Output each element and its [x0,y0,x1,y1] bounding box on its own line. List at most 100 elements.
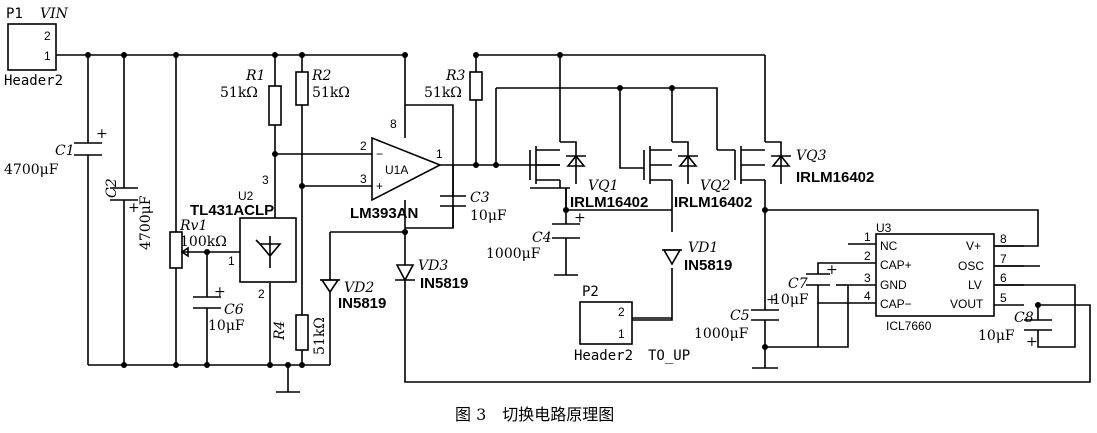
p2-name: Header2 [574,348,633,364]
u2-pin2: 2 [258,287,265,301]
svg-text:+: + [376,179,383,193]
u2-part: TL431ACLP [190,202,274,219]
u3-pin5-num: 5 [1000,291,1007,305]
c5-value: 1000μF [694,326,749,342]
u3-pin8-name: V+ [966,239,981,253]
c6-ref: C6 [224,302,244,318]
resistor-r2: R2 51kΩ [295,68,350,106]
u3-ref: U3 [876,221,892,235]
u3-pin7-name: OSC [958,259,984,273]
u2-pin3: 3 [262,173,269,187]
u3-pin6-name: LV [968,278,982,292]
u1-pin-plus: 3 [360,172,367,186]
vd1-part: IN5819 [684,257,732,274]
u3-pin2-num: 2 [864,249,871,263]
u3-pin2-name: CAP+ [880,258,912,272]
c1-ref: C1 [55,143,75,159]
p2-pin1: 1 [618,327,625,341]
r4-value: 51kΩ [312,317,328,355]
p1-ref: P1 [6,6,23,22]
vd3-ref: VD3 [418,258,448,274]
rv1-value: 100kΩ [180,234,227,250]
vq3-part: IRLM16402 [796,169,874,186]
figure-caption: 图 3 切换电路原理图 [455,405,614,424]
c2-ref: C2 [104,178,120,198]
u3-pin1-name: NC [880,239,898,253]
r3-ref: R3 [445,68,466,84]
p1-pin1: 1 [44,49,51,63]
c3-ref: C3 [470,190,490,206]
potentiometer-rv1: Rv1 100kΩ [169,218,227,269]
rv1-ref: Rv1 [179,218,207,234]
c3-value: 10μF [470,208,507,224]
p1-vin-label: VIN [40,6,69,22]
svg-text:+: + [826,262,838,278]
comparator-u1a: − + 2 3 1 8 U1A LM393AN [350,117,443,222]
vd2-ref: VD2 [344,280,374,296]
r3-value: 51kΩ [424,85,462,101]
diode-vd2: VD2 IN5819 [320,279,386,312]
u1-ref: U1A [385,163,408,177]
capacitor-c4: + C4 1000μF [486,210,586,262]
u1-pin-out: 1 [436,147,443,161]
u3-pin4-num: 4 [864,289,871,303]
u3-pin1-num: 1 [864,230,871,244]
capacitor-c3: C3 10μF [440,190,507,224]
u3-pin7-num: 7 [1000,252,1007,266]
u3-pin4-name: CAP− [880,297,912,311]
capacitor-c5: + C5 1000μF [694,292,779,342]
p2-label: TO_UP [648,348,690,364]
svg-text:+: + [214,284,226,300]
u1-part: LM393AN [350,205,418,222]
capacitor-c7: + C7 10μF [772,262,838,308]
mosfet-vq1: VQ1 IRLM16402 [529,141,648,211]
resistor-r1: R1 51kΩ [220,68,282,126]
tl431-u2: U2 TL431ACLP 1 2 3 [190,173,297,301]
svg-text:+: + [1026,334,1038,350]
capacitor-c1: + C1 4700μF [4,126,108,178]
c8-ref: C8 [1014,310,1034,326]
u2-pin1: 1 [228,254,235,268]
header-p1: P1 VIN 2 1 Header2 [4,6,69,89]
p1-pin2: 2 [44,29,51,43]
r2-value: 51kΩ [312,85,350,101]
vq1-ref: VQ1 [588,178,619,194]
p1-name: Header2 [4,73,63,89]
p2-pin2: 2 [618,305,625,319]
c2-value: 4700μF [138,195,154,250]
r1-ref: R1 [245,68,265,84]
u3-pin6-num: 6 [1000,271,1007,285]
u3-pin5-name: VOUT [950,297,984,311]
u3-part: ICL7660 [886,319,932,333]
p1-body [7,23,57,71]
r4-ref: R4 [272,321,288,341]
u1-pin-minus: 2 [360,139,367,153]
junctions [85,52,1041,368]
c4-ref: C4 [532,230,552,246]
svg-text:+: + [96,126,108,142]
c6-value: 10μF [208,318,245,334]
u1-pin-vcc: 8 [390,117,397,131]
vq3-ref: VQ3 [796,148,827,164]
diode-vd3: VD3 IN5819 [395,258,468,292]
capacitor-c8: + C8 10μF [978,310,1052,350]
c8-value: 10μF [978,328,1015,344]
svg-text:−: − [376,147,383,161]
svg-text:+: + [128,200,140,216]
r2-ref: R2 [311,68,332,84]
svg-text:+: + [574,210,586,226]
c4-value: 1000μF [486,246,541,262]
c5-ref: C5 [730,308,750,324]
vd1-ref: VD1 [688,240,718,256]
r1-value: 51kΩ [220,85,258,101]
vq2-part: IRLM16402 [674,194,752,211]
diode-vd1: VD1 IN5819 [662,240,732,274]
icl7660-u3: U3 1 2 3 4 NC CAP+ GND CAP− 8 7 6 5 V+ O… [848,221,1024,333]
c7-ref: C7 [788,276,808,292]
resistor-r3: R3 51kΩ [424,68,483,101]
c1-value: 4700μF [4,162,59,178]
svg-text:+: + [766,292,778,308]
u3-pin8-num: 8 [1000,232,1007,246]
vq1-part: IRLM16402 [570,194,648,211]
